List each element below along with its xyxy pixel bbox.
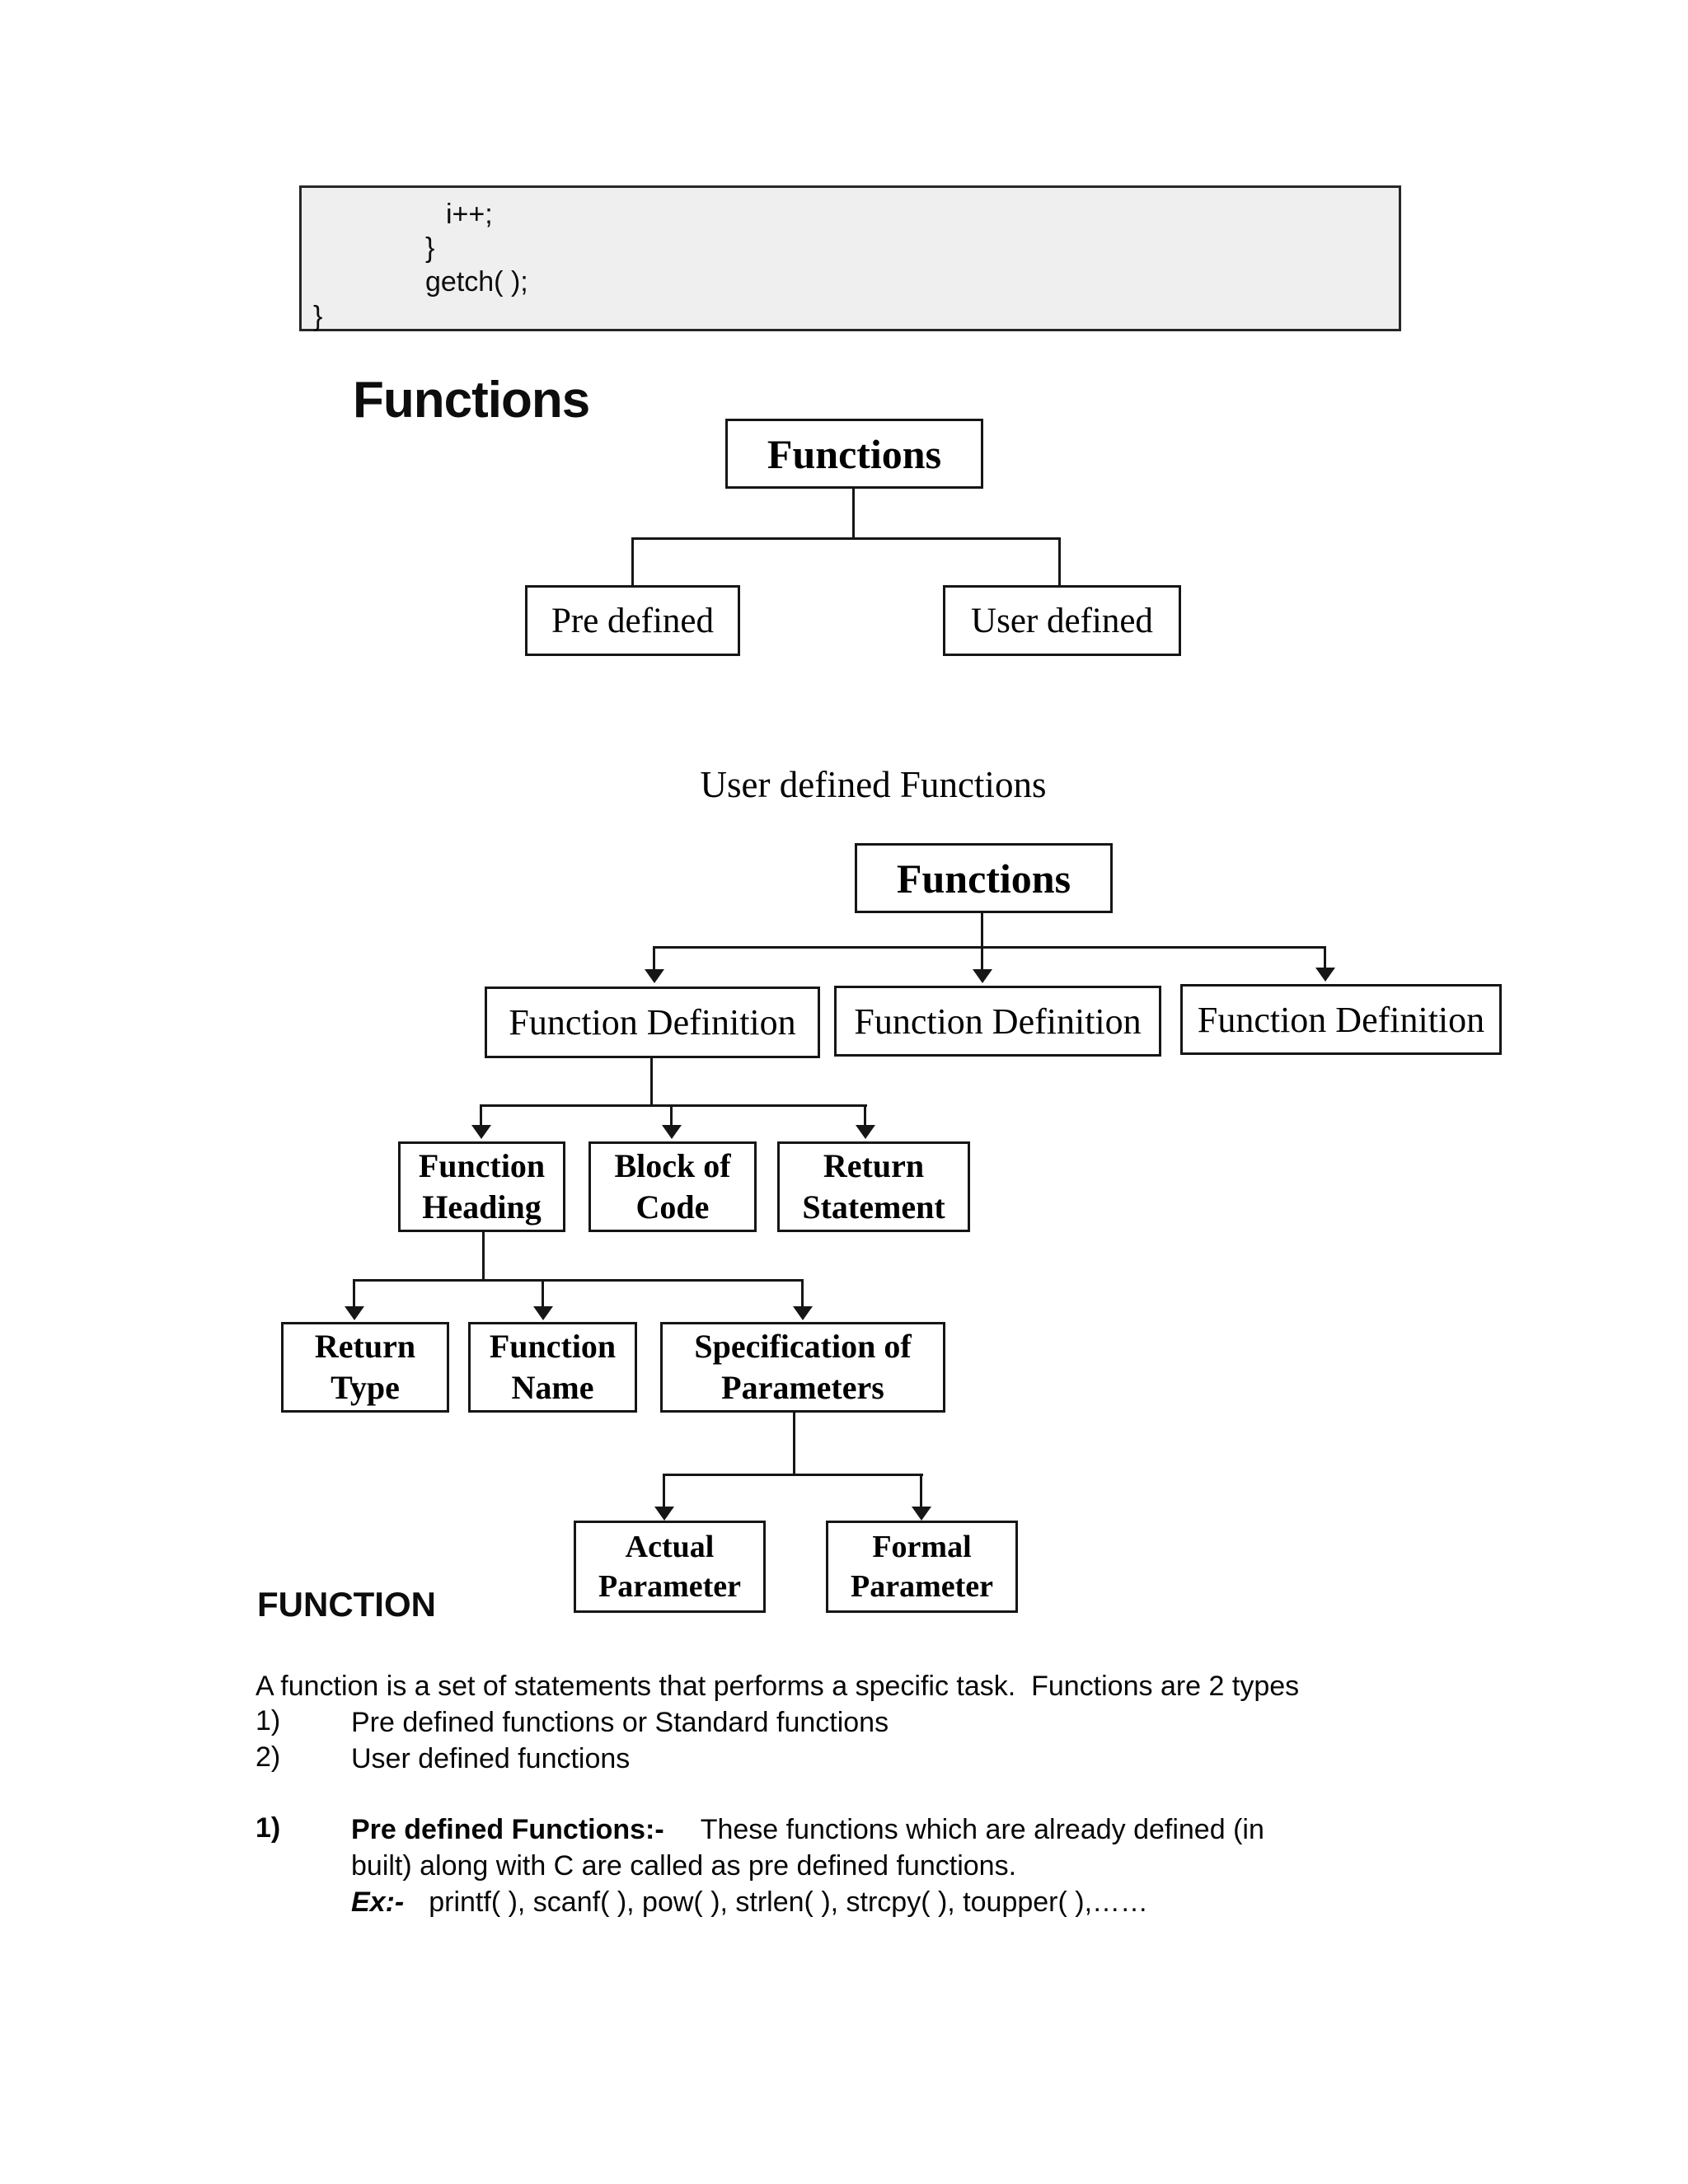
connector-line (981, 913, 983, 946)
predefined-functions-line1: Pre defined Functions:- These functions w… (351, 1812, 1264, 1847)
connector-line (654, 946, 1326, 949)
predefined-functions-text1: These functions which are already define… (700, 1814, 1264, 1845)
arrowhead-down-icon (973, 969, 992, 983)
connector-line (482, 1232, 485, 1279)
predefined-functions-label: Pre defined Functions:- (351, 1814, 664, 1845)
arrowhead-down-icon (533, 1306, 553, 1320)
arrowhead-down-icon (793, 1306, 813, 1320)
connector-line (480, 1104, 482, 1125)
code-block: i++; } getch( ); } (299, 185, 1401, 332)
diagram1-node-user-defined: User defined (943, 585, 1181, 656)
list-item-number: 1) (256, 1812, 281, 1844)
connector-line (663, 1474, 923, 1476)
example-line: Ex:- printf( ), scanf( ), pow( ), strlen(… (351, 1885, 1148, 1919)
connector-line (542, 1279, 544, 1306)
list-item-number: 2) (256, 1741, 281, 1773)
diagram2-node-specification-of-parameters: Specification of Parameters (660, 1322, 945, 1413)
diagram2-caption: User defined Functions (700, 764, 1047, 805)
arrowhead-down-icon (912, 1507, 931, 1521)
code-line: getch( ); (425, 266, 528, 298)
connector-line (981, 946, 983, 969)
example-label: Ex:- (351, 1886, 405, 1918)
connector-line (353, 1279, 355, 1306)
diagram2-node-formal-parameter: Formal Parameter (826, 1521, 1018, 1613)
connector-line (670, 1104, 673, 1125)
code-line: } (425, 232, 435, 264)
connector-line (632, 537, 1061, 540)
arrowhead-down-icon (345, 1306, 364, 1320)
section-heading: FUNCTION (257, 1585, 436, 1624)
connector-line (801, 1279, 804, 1306)
arrowhead-down-icon (662, 1125, 682, 1139)
arrowhead-down-icon (856, 1125, 875, 1139)
diagram2-node-function-definition-3: Function Definition (1180, 984, 1502, 1055)
diagram2-root-functions: Functions (855, 843, 1113, 913)
diagram1-node-pre-defined: Pre defined (525, 585, 740, 656)
connector-line (1058, 537, 1061, 585)
intro-paragraph: A function is a set of statements that p… (256, 1671, 1300, 1702)
connector-line (481, 1104, 867, 1107)
code-line: i++; (446, 199, 493, 230)
connector-line (852, 489, 855, 537)
diagram1-root-functions: Functions (725, 419, 983, 489)
diagram2-node-function-definition-2: Function Definition (834, 986, 1161, 1057)
arrowhead-down-icon (654, 1507, 674, 1521)
arrowhead-down-icon (471, 1125, 491, 1139)
connector-line (793, 1413, 795, 1474)
connector-line (653, 946, 655, 969)
list-item-text: Pre defined functions or Standard functi… (351, 1707, 889, 1738)
predefined-functions-line2: built) along with C are called as pre de… (351, 1850, 1017, 1882)
connector-line (864, 1104, 866, 1125)
diagram2-node-function-name: Function Name (468, 1322, 637, 1413)
diagram2-node-return-type: Return Type (281, 1322, 449, 1413)
connector-line (1324, 946, 1326, 968)
connector-line (920, 1474, 922, 1507)
list-item-text: User defined functions (351, 1743, 631, 1774)
diagram2-node-block-of-code: Block of Code (588, 1141, 757, 1232)
arrowhead-down-icon (645, 969, 664, 983)
code-line: } (313, 301, 323, 332)
connector-line (663, 1474, 665, 1507)
diagram2-node-return-statement: Return Statement (777, 1141, 970, 1232)
arrowhead-down-icon (1315, 968, 1335, 982)
diagram2-node-function-heading: Function Heading (398, 1141, 565, 1232)
connector-line (631, 537, 634, 585)
connector-line (354, 1279, 804, 1282)
example-text: printf( ), scanf( ), pow( ), strlen( ), … (429, 1886, 1149, 1918)
diagram2-node-function-definition-1: Function Definition (485, 987, 820, 1058)
list-item-number: 1) (256, 1705, 281, 1736)
page-title: Functions (353, 372, 590, 429)
connector-line (650, 1058, 653, 1104)
diagram2-node-actual-parameter: Actual Parameter (574, 1521, 766, 1613)
